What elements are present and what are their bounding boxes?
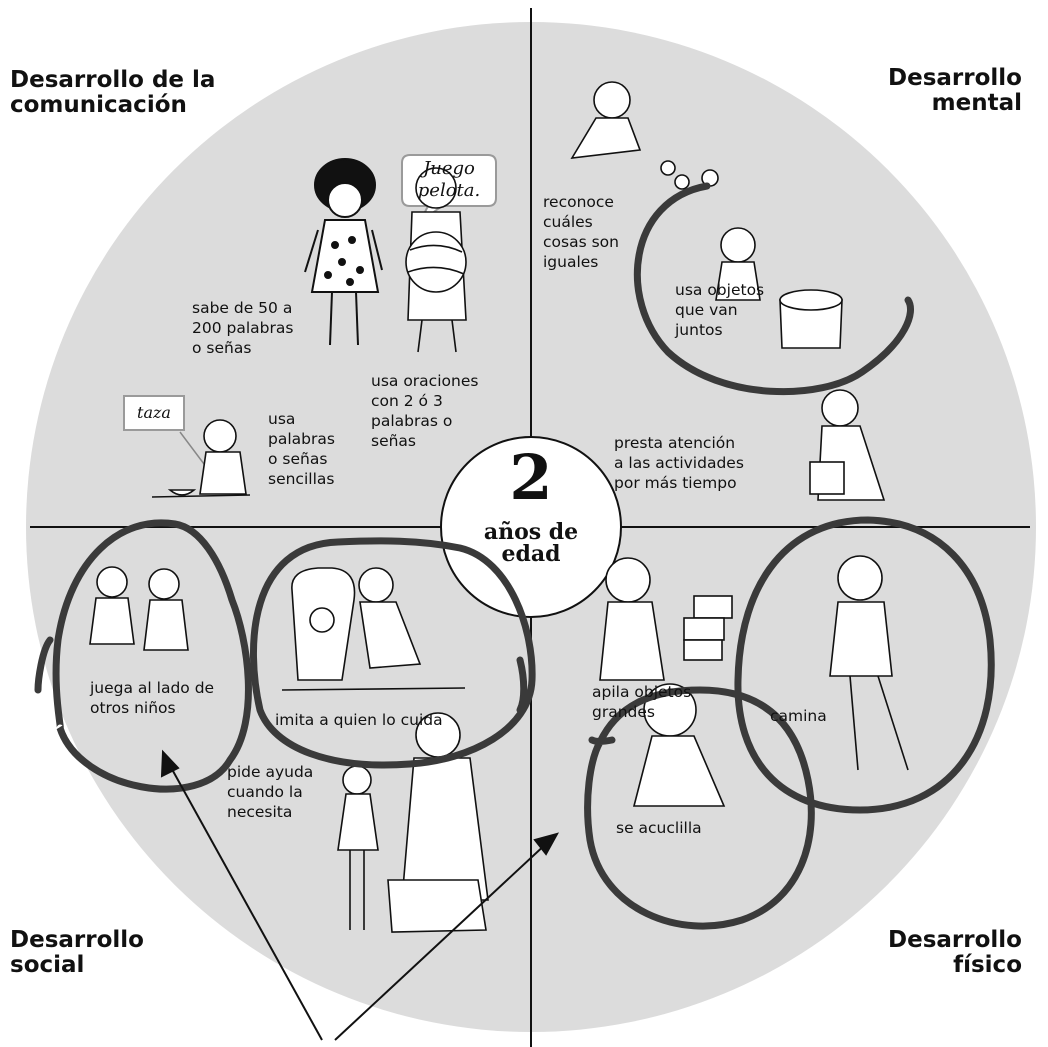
word-card-shape (123, 395, 185, 431)
ring-squats (584, 686, 815, 930)
speech-bubble-text: Juego pelota. (417, 158, 481, 201)
center-circle (440, 436, 622, 618)
floor-line (151, 494, 251, 498)
arrow-right-head (533, 832, 560, 856)
arrow-left (167, 761, 323, 1041)
child-toys-figure (809, 389, 886, 501)
child-blocks-figure (599, 557, 733, 681)
heading-communication: Desarrollo de la comunicación (10, 67, 216, 118)
milestone-stacks: apila objetos grandes (592, 683, 692, 721)
emphasis-rings (34, 182, 995, 930)
milestone-recognizes-same: reconoce cuáles cosas son iguales (543, 193, 619, 271)
heading-physical: Desarrollo físico (888, 927, 1022, 978)
ring-plays-beside (34, 519, 252, 793)
girl-drum-figure (715, 227, 843, 349)
milestone-attention: presta atención a las actividades por má… (614, 434, 744, 492)
girl-standing-figure (304, 158, 383, 346)
squatting-child-figure (632, 683, 726, 807)
center-age-label: años de edad (483, 519, 579, 567)
milestone-squats: se acuclilla (616, 819, 702, 837)
pointer-arrows (160, 749, 560, 1041)
milestone-walks: camina (770, 707, 827, 725)
ring-imitates (249, 537, 536, 769)
arrow-left-head (160, 749, 180, 778)
arrow-right (334, 841, 549, 1041)
two-children-figure (89, 566, 189, 651)
milestone-asks-help: pide ayuda cuando la necesita (227, 763, 314, 821)
heading-mental: Desarrollo mental (888, 65, 1022, 116)
word-card-pointer (179, 431, 205, 465)
ring-uses-objects (634, 182, 914, 396)
walking-child-figure (829, 555, 909, 771)
milestone-plays-beside: juega al lado de otros niños (90, 679, 215, 717)
toddler-cup-figure (167, 419, 247, 496)
milestone-simple-words: usa palabras o señas sencillas (268, 410, 335, 488)
milestone-uses-objects: usa objetos que van juntos (675, 281, 765, 339)
milestone-sentences: usa oraciones con 2 ó 3 palabras o señas (371, 372, 479, 450)
heading-social: Desarrollo social (10, 927, 144, 978)
milestone-imitates: imita a quien lo cuida (275, 711, 443, 729)
caregiver-child-figure (281, 567, 466, 691)
boy-ball-figure (405, 167, 467, 353)
word-card-text: taza (137, 403, 171, 422)
ring-walks (734, 516, 995, 814)
milestone-knows-words: sabe de 50 a 200 palabras o señas (192, 299, 294, 357)
child-balls-figure (570, 81, 719, 190)
center-age-number: 2 (509, 441, 553, 514)
